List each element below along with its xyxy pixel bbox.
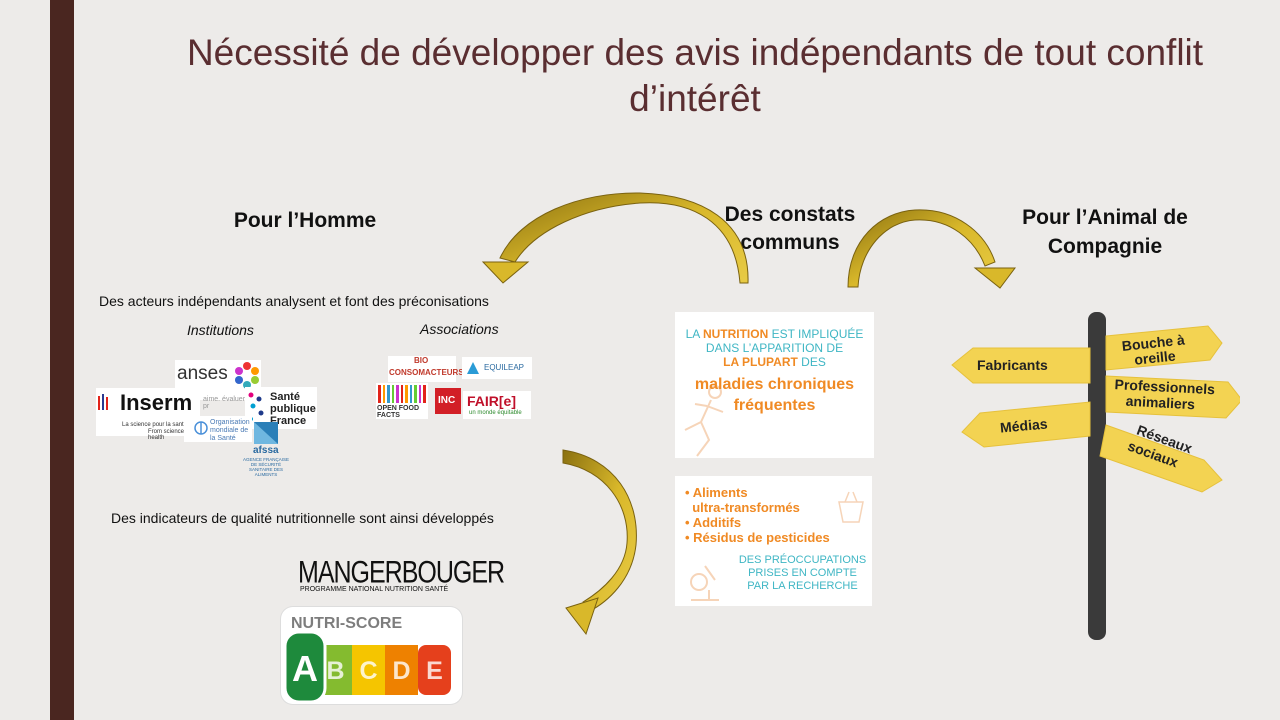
sign-fabricants: Fabricants [951, 347, 1091, 384]
openfoodfacts-logo: OPEN FOOD FACTS [376, 383, 428, 419]
heading-constats-communs: Des constats communs [724, 203, 856, 254]
nutrition-text-1c: EST IMPLIQUÉE [768, 327, 864, 341]
nutriscore-band-a [283, 630, 327, 704]
concern-item-3: • Résidus de pesticides [685, 530, 830, 545]
nutriscore-letter-b: B [326, 657, 344, 685]
nutriscore-letter-e: E [426, 657, 443, 685]
runner-icon [684, 385, 724, 457]
sign-reseaux-sociaux: Réseaux sociaux [1099, 422, 1223, 493]
oms-emblem-icon [194, 421, 208, 435]
sidebar-bar [50, 0, 74, 720]
nutriscore-letter-c: C [359, 657, 377, 685]
mangerbouger-logo: MANGERBOUGER PROGRAMME NATIONAL NUTRITIO… [298, 555, 505, 593]
nutrition-text-5: fréquentes [733, 397, 816, 414]
arrow-to-homme [481, 192, 749, 284]
inserm-bars-icon [98, 394, 108, 410]
equileap-triangle-icon [467, 362, 479, 374]
sign-bouche-oreille: Bouche à oreille [1105, 325, 1223, 371]
barcode-icon [378, 385, 426, 403]
institutions-label: Institutions [187, 322, 254, 338]
inserm-logo: Inserm La science pour la santé From sci… [96, 388, 200, 441]
nutriscore-letter-a: A [292, 648, 318, 689]
nutrition-panel: LA NUTRITION EST IMPLIQUÉE DANS L’APPARI… [675, 312, 874, 458]
anses-tagline: aime. évaluer. pr [203, 396, 247, 410]
research-text-2: PRISES EN COMPTE [748, 567, 857, 579]
research-text-3: PAR LA RECHERCHE [747, 580, 858, 592]
indicators-text: Des indicateurs de qualité nutritionnell… [111, 510, 494, 526]
nutriscore-band-c [352, 645, 385, 695]
anses-flower-icon [235, 362, 259, 389]
nutriscore-band-e [418, 645, 451, 695]
sign-medias: Médias [961, 401, 1091, 448]
svg-text:Professionnels animalier: Professionnels animaliers [1113, 376, 1219, 413]
nutriscore-letter-d: D [392, 657, 410, 685]
oms-logo: Organisation mondiale de la Santé [184, 416, 252, 442]
heading-animal-compagnie: Pour l’Animal de Compagnie [1022, 206, 1188, 258]
actors-text: Des acteurs indépendants analysent et fo… [99, 293, 489, 309]
slide-title: Nécessité de développer des avis indépen… [186, 32, 1204, 119]
heading-pour-homme: Pour l’Homme [233, 209, 377, 232]
nutrition-text-3b: DES [797, 355, 826, 369]
microscope-icon [690, 565, 719, 601]
nutriscore-band-d [385, 645, 418, 695]
nutrition-text-1b: NUTRITION [702, 327, 769, 341]
svg-text:Médias: Médias [999, 415, 1048, 435]
sign-professionnels: Professionnels animaliers [1105, 375, 1240, 419]
research-text-1: DES PRÉOCCUPATIONS [738, 554, 867, 566]
nutrition-text-3a: LA PLUPART [723, 355, 798, 369]
svg-text:Bouche à oreille: Bouche à oreille [1121, 331, 1191, 369]
afssa-mark-icon [254, 422, 278, 444]
concern-item-1: • Aliments ultra-transformés [685, 485, 800, 515]
concern-item-2: • Additifs [685, 515, 742, 530]
arrow-to-indicators [562, 449, 637, 636]
nutrition-text-4: maladies chroniques [694, 376, 855, 393]
afssa-logo: afssa AGENCE FRANÇAISE DE SÉCURITÉ SANIT… [240, 420, 290, 478]
arrow-to-animal [847, 209, 1016, 289]
nutrition-text-2: DANS L’APPARITION DE [705, 341, 844, 355]
nutrition-text-1a: LA [685, 327, 703, 341]
food-box-icon [838, 491, 864, 523]
svg-text:Fabricants: Fabricants [977, 357, 1048, 373]
inc-logo: INC [435, 388, 461, 414]
signpost: Fabricants Médias Bouche à oreille Profe… [951, 312, 1240, 640]
faire-logo: FAIR[e] un monde équitable [463, 391, 531, 419]
consomacteurs-logo: BIO CONSOMACTEURS [388, 356, 464, 382]
signpost-pole [1088, 312, 1106, 640]
associations-label: Associations [420, 321, 499, 337]
concerns-panel: • Aliments ultra-transformés • Additifs … [675, 476, 872, 606]
equileap-logo: EQUILEAP [462, 357, 532, 379]
